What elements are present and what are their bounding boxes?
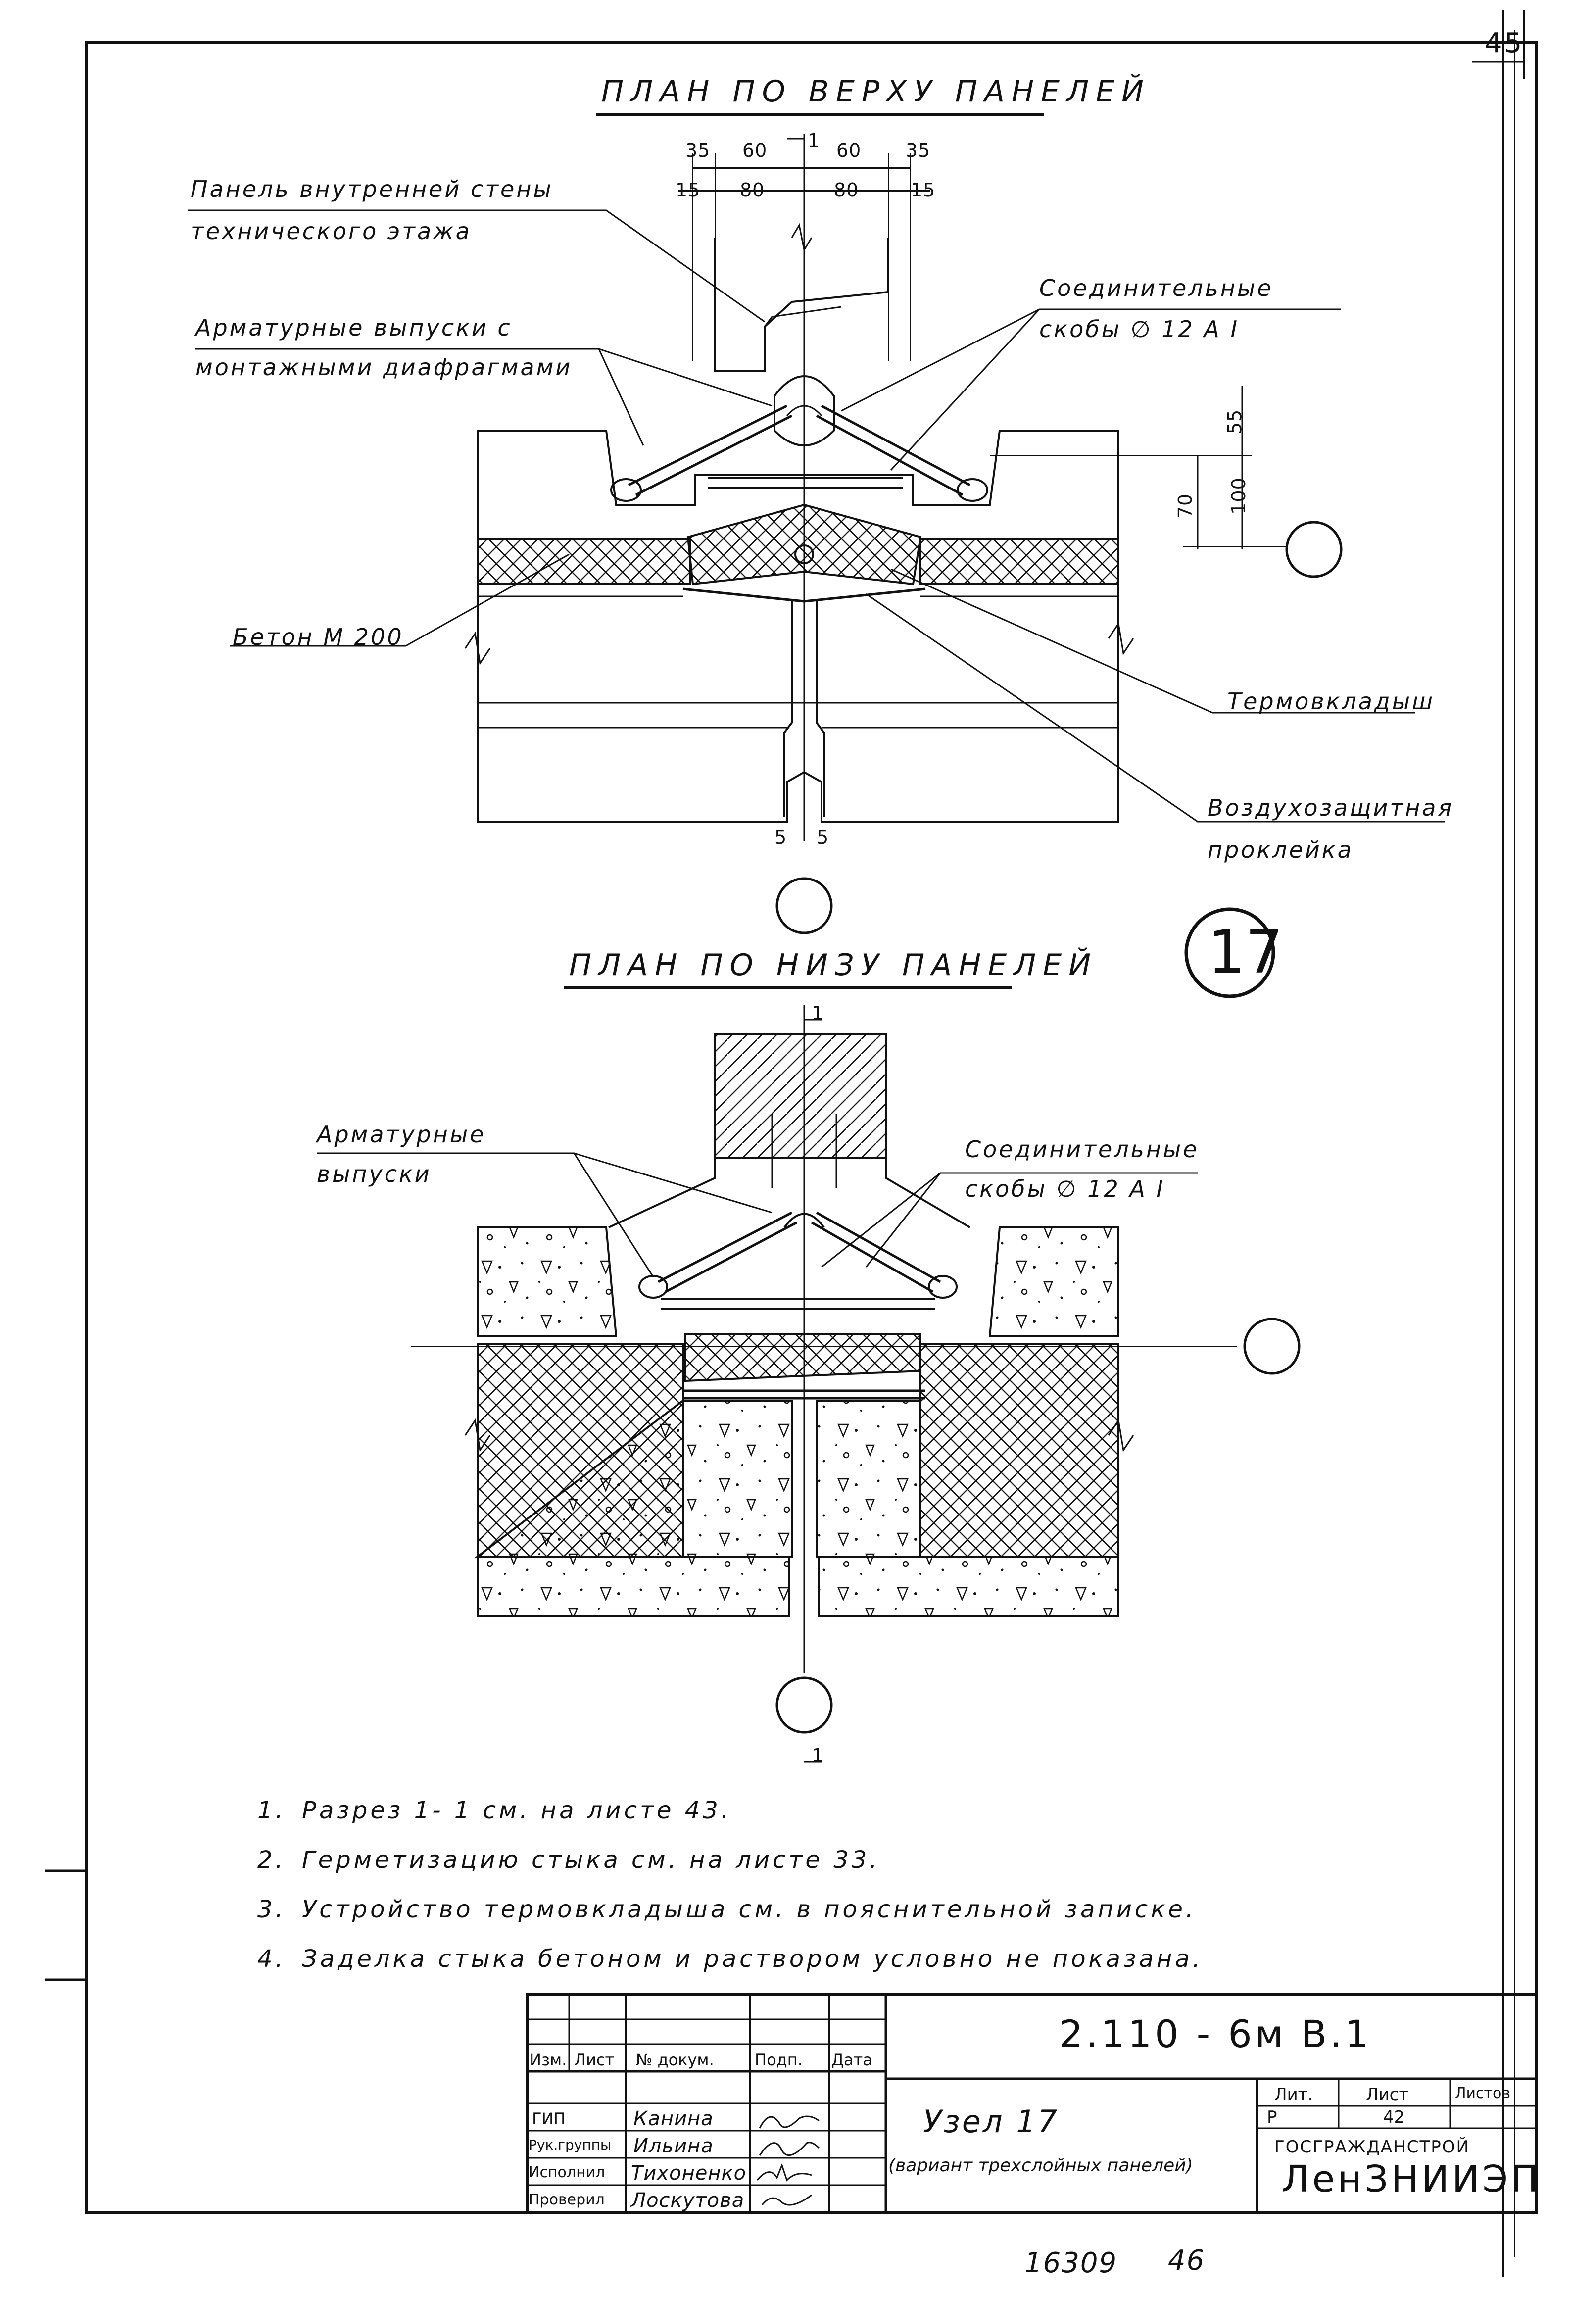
hdr-sign: Подп.	[755, 2051, 803, 2069]
label-bottom-brackets-line1: Соединительные	[965, 1136, 1199, 1163]
note-2-num: 2.	[257, 1846, 286, 1874]
label-brackets-line1: Соединительные	[1039, 275, 1273, 301]
plan-top-title: ПЛАН ПО ВЕРХУ ПАНЕЛЕЙ	[601, 74, 1151, 109]
section-mark-bottom: 1	[812, 1745, 824, 1766]
title-sub: (вариант трехслойных панелей)	[888, 2155, 1193, 2176]
note-3-text: Устройство термовкладыша см. в пояснител…	[302, 1896, 1197, 1923]
label-bottom-brackets-line2: скобы ∅ 12 А I	[965, 1175, 1165, 1202]
label-panel-line1: Панель внутренней стены	[191, 176, 553, 202]
dim-15-right: 15	[911, 179, 936, 201]
dim-35-left: 35	[685, 140, 711, 161]
hdr-izm: Изм.	[530, 2051, 567, 2069]
note-1-num: 1.	[257, 1797, 286, 1824]
dim-15-left: 15	[676, 179, 701, 201]
page-number: 45	[1485, 27, 1524, 59]
org-line1: ГОСГРАЖДАНСТРОЙ	[1274, 2137, 1470, 2157]
org-line2: ЛенЗНИИЭП	[1282, 2158, 1542, 2200]
bottom-page: 46	[1168, 2245, 1206, 2277]
label-panel-line2: технического этажа	[191, 218, 472, 244]
row-1-name: Канина	[633, 2107, 714, 2130]
label-brackets-line2: скобы ∅ 12 А I	[1039, 316, 1240, 342]
label-air-line2: проклейка	[1208, 836, 1354, 863]
plan-bottom-drawing	[317, 986, 1301, 1763]
hdr-date: Дата	[831, 2051, 872, 2069]
label-bottom-rebar-line2: выпуски	[317, 1161, 432, 1187]
label-rebar-line1: Арматурные выпуски с	[195, 314, 512, 341]
signatures	[756, 2115, 820, 2206]
dim-100: 100	[1227, 477, 1250, 515]
row-2-role: Рук.группы	[529, 2137, 612, 2153]
note-3-num: 3.	[257, 1896, 286, 1923]
dim-55: 55	[1224, 409, 1246, 435]
section-mark-1: 1	[808, 130, 821, 151]
plan-bottom-title: ПЛАН ПО НИЗУ ПАНЕЛЕЙ	[569, 948, 1098, 982]
dim-70: 70	[1174, 493, 1197, 519]
dim-5-left: 5	[774, 827, 787, 848]
note-4-num: 4.	[257, 1945, 286, 1973]
doc-code: 2.110 - 6м В.1	[1059, 2012, 1372, 2056]
sheet-header: Лист	[1366, 2085, 1409, 2104]
lit-value: Р	[1267, 2107, 1277, 2127]
dim-60-left: 60	[742, 140, 768, 161]
row-4-role: Проверил	[529, 2191, 605, 2208]
row-3-name: Тихоненко	[631, 2162, 747, 2185]
section-mark-top: 1	[812, 1002, 824, 1024]
node-number: 17	[1208, 918, 1283, 987]
title-block	[526, 1993, 1538, 2214]
dim-5-right: 5	[817, 827, 829, 848]
hdr-list: Лист	[574, 2051, 615, 2069]
dim-60-right: 60	[836, 140, 862, 161]
note-2-text: Герметизацию стыка см. на листе 33.	[302, 1846, 880, 1874]
note-4-text: Заделка стыка бетоном и раствором условн…	[302, 1945, 1203, 1973]
plan-top-drawing	[188, 113, 1445, 998]
bottom-code: 16309	[1024, 2247, 1118, 2279]
label-rebar-line2: монтажными диафрагмами	[195, 354, 573, 381]
sheets-header: Листов	[1455, 2085, 1511, 2102]
sheet-value: 42	[1383, 2107, 1405, 2127]
dim-80-right: 80	[834, 179, 859, 201]
row-3-role: Исполнил	[529, 2164, 605, 2181]
row-2-name: Ильина	[633, 2135, 714, 2157]
label-thermo: Термовкладыш	[1227, 688, 1435, 715]
lit-header: Лит.	[1274, 2085, 1313, 2104]
dim-80-left: 80	[740, 179, 765, 201]
label-bottom-rebar-line1: Арматурные	[317, 1121, 486, 1148]
dim-35-right: 35	[906, 140, 931, 161]
label-concrete: Бетон М 200	[233, 624, 404, 650]
label-air-line1: Воздухозащитная	[1208, 794, 1454, 821]
hdr-doc: № докум.	[636, 2051, 714, 2069]
title-main: Узел 17	[923, 2103, 1060, 2140]
row-4-name: Лоскутова	[631, 2189, 745, 2212]
note-1-text: Разрез 1- 1 см. на листе 43.	[302, 1797, 732, 1824]
row-1-role: ГИП	[532, 2109, 566, 2128]
